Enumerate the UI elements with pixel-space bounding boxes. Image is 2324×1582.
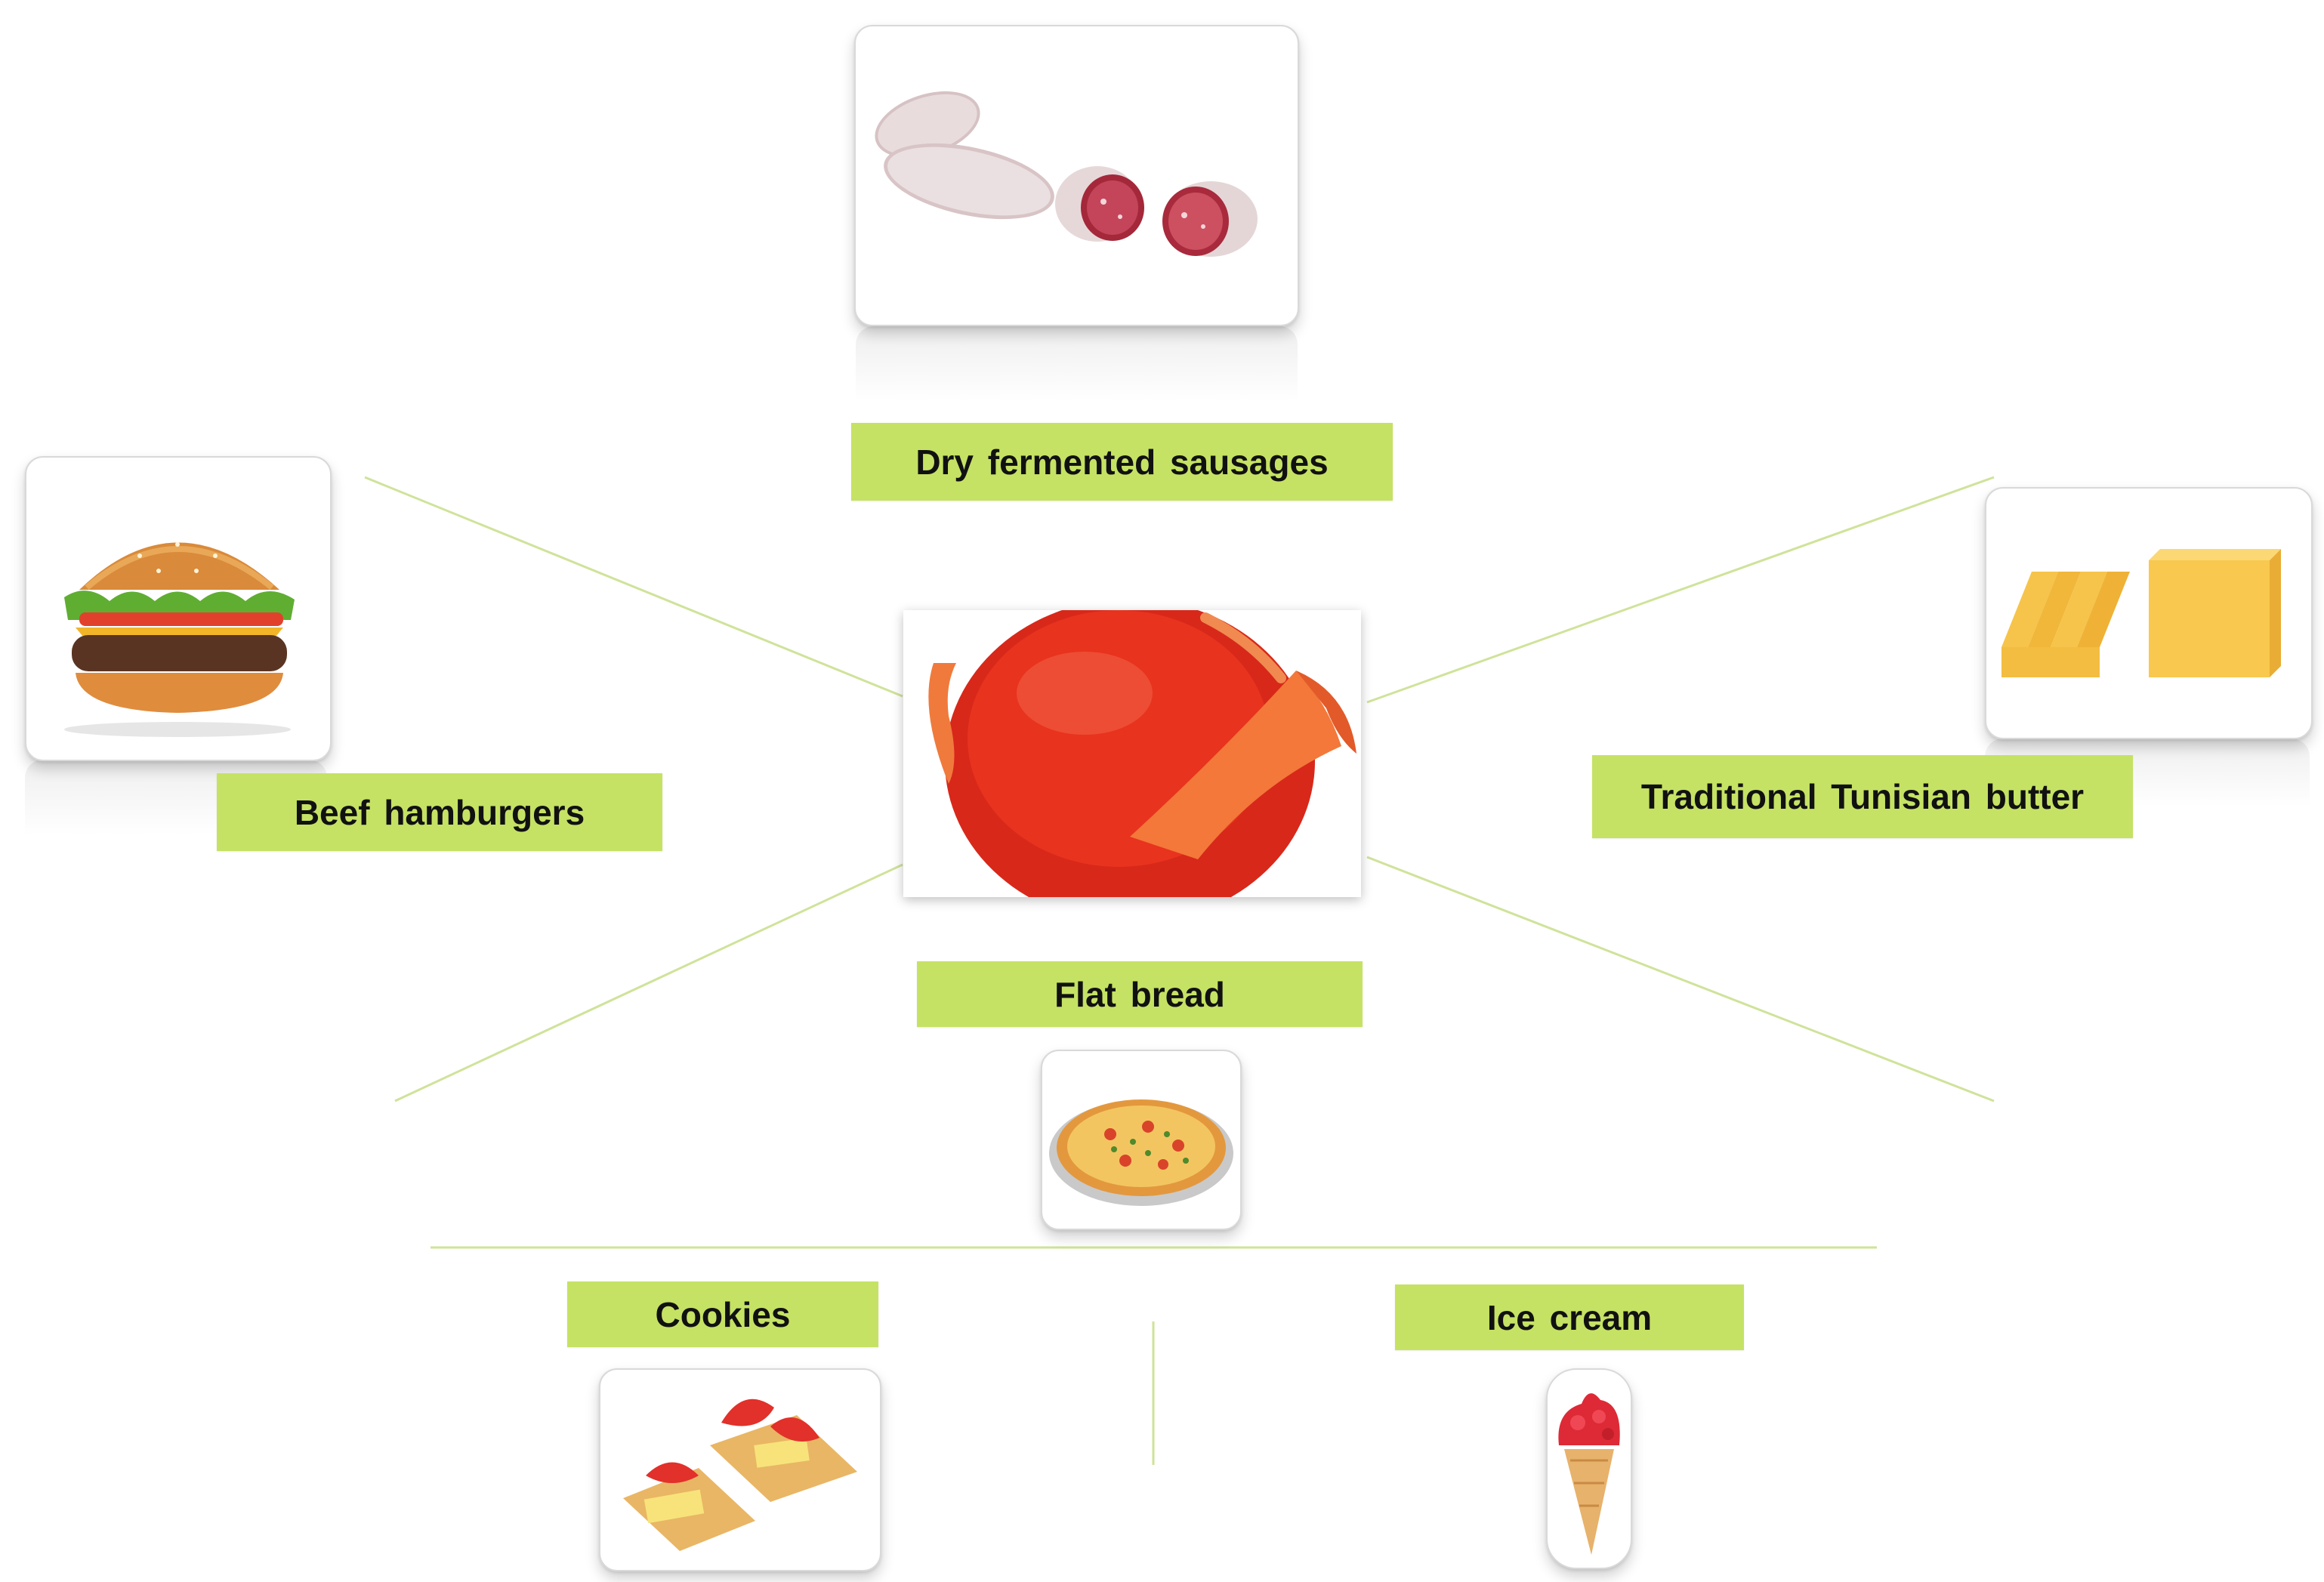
hamburgers-card bbox=[25, 456, 332, 761]
label-butter: Traditional Tunisian butter bbox=[1592, 755, 2133, 838]
connector-butter bbox=[1366, 476, 1995, 704]
salami-icon bbox=[875, 91, 1258, 257]
connector-lower-left bbox=[394, 863, 903, 1102]
sausages-card bbox=[854, 25, 1299, 326]
label-hamburgers: Beef hamburgers bbox=[217, 773, 662, 851]
peeled-tomato-icon bbox=[903, 610, 1361, 897]
label-flatbread: Flat bread bbox=[917, 961, 1363, 1027]
butter-card bbox=[1985, 487, 2313, 739]
ice-cream-cone-icon bbox=[1558, 1393, 1620, 1555]
sausages-reflection bbox=[856, 326, 1298, 402]
butter-block-icon bbox=[2001, 549, 2281, 677]
hamburger-icon bbox=[64, 542, 295, 737]
icecream-card bbox=[1546, 1368, 1632, 1569]
label-cookies: Cookies bbox=[567, 1281, 878, 1347]
cookies-card bbox=[599, 1368, 881, 1571]
connector-hamburgers bbox=[364, 476, 903, 698]
connector-lower-right bbox=[1366, 856, 1995, 1102]
flatbread-card bbox=[1041, 1050, 1242, 1230]
label-icecream: Ice cream bbox=[1395, 1284, 1744, 1350]
pizza-icon bbox=[1049, 1099, 1233, 1206]
cracker-tomato-icon bbox=[623, 1399, 857, 1551]
center-tomato-photo bbox=[903, 610, 1361, 897]
label-sausages: Dry fermented sausages bbox=[851, 423, 1393, 501]
